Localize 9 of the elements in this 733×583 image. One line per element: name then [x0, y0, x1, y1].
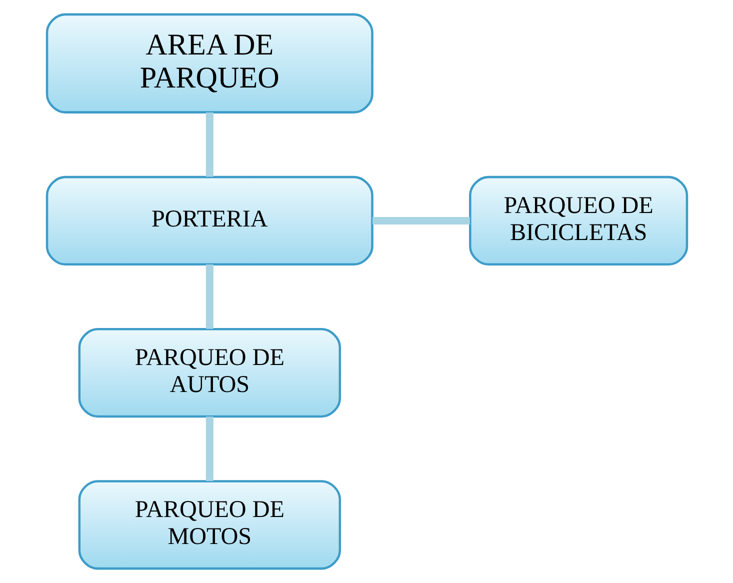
connector [205, 264, 213, 329]
node-box: PARQUEO DE BICICLETAS [468, 176, 688, 266]
node-box: PARQUEO DE AUTOS [78, 328, 341, 418]
node-box: PARQUEO DE MOTOS [78, 480, 341, 570]
node-box: PORTERIA [45, 176, 373, 266]
connector [372, 216, 470, 224]
connector [205, 112, 213, 177]
connector [205, 416, 213, 481]
node-box: AREA DE PARQUEO [45, 13, 373, 114]
